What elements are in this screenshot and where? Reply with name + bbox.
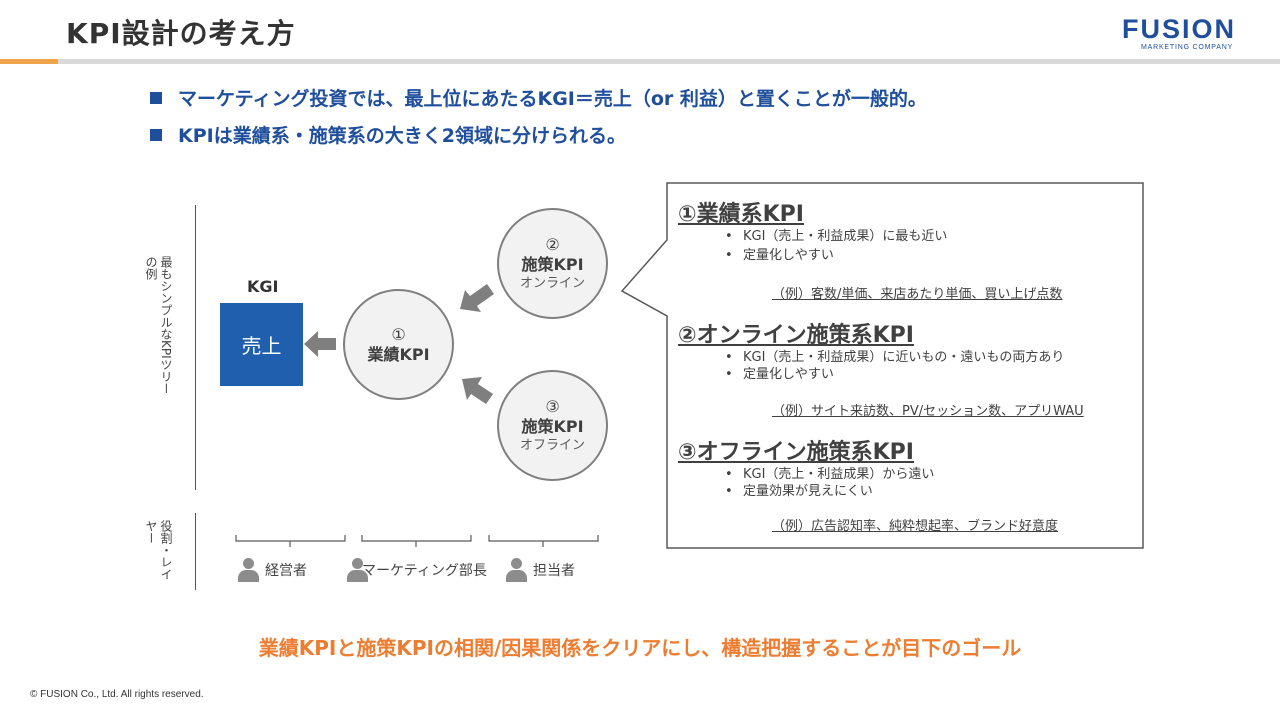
role-staff: 担当者 <box>505 558 575 582</box>
callout-item: •KGI（売上・利益成果）に最も近い <box>725 229 948 244</box>
node-performance-kpi: ① 業績KPI <box>343 289 454 400</box>
node-online-measure-kpi: ② 施策KPI オンライン <box>497 208 608 319</box>
callout-heading-1: ①業績系KPI <box>678 202 804 227</box>
tree-side-label: 最もシンプルなKPIツリーの例 <box>144 256 173 395</box>
node-name: 施策KPI <box>521 254 584 274</box>
role-marketing-manager: マーケティング部長 <box>346 558 487 582</box>
page-title: KPI設計の考え方 <box>66 17 296 50</box>
role-executive: 経営者 <box>237 558 307 582</box>
callout-example: （例）客数/単価、来店あたり単価、買い上げ点数 <box>772 287 1063 302</box>
bullet-square-icon <box>150 92 162 104</box>
bullet-1-text: マーケティング投資では、最上位にあたるKGI＝売上（or 利益）と置くことが一般… <box>178 88 927 110</box>
role-label: 担当者 <box>533 563 575 579</box>
callout-item: •KGI（売上・利益成果）に近いもの・遠いもの両方あり <box>725 350 1065 365</box>
callout-heading-2: ②オンライン施策系KPI <box>678 323 914 348</box>
node-number: ③ <box>545 396 560 416</box>
kgi-label: KGI <box>247 277 279 296</box>
node-subtitle: オフライン <box>519 437 585 453</box>
bullet-2: KPIは業績系・施策系の大きく2領域に分けられる。 <box>150 121 626 148</box>
callout-example: （例）サイト来訪数、PV/セッション数、アプリWAU <box>772 404 1084 419</box>
callout-box <box>620 182 1144 549</box>
company-logo-subtitle: MARKETING COMPANY <box>1141 44 1234 51</box>
node-name: 施策KPI <box>521 416 584 436</box>
node-subtitle: オンライン <box>519 275 585 291</box>
goal-statement: 業績KPIと施策KPIの相関/因果関係をクリアにし、構造把握することが目下のゴー… <box>258 636 1022 660</box>
header-accent-bar <box>0 59 58 64</box>
callout-item: •定量化しやすい <box>725 248 834 263</box>
company-logo: FUSION <box>1122 14 1237 44</box>
node-number: ② <box>545 234 560 254</box>
header-divider <box>0 59 1280 64</box>
role-bracket <box>488 535 599 547</box>
node-offline-measure-kpi: ③ 施策KPI オフライン <box>497 370 608 481</box>
role-bracket <box>361 535 472 547</box>
callout-heading-3: ③オフライン施策系KPI <box>678 440 914 465</box>
role-side-label: 役割・レイヤー <box>144 520 173 580</box>
role-label: 経営者 <box>265 563 307 579</box>
arrow-left-icon <box>304 331 336 357</box>
callout-example: （例）広告認知率、純粋想起率、ブランド好意度 <box>772 519 1059 534</box>
arrow-up-left-icon <box>462 377 493 404</box>
person-icon <box>237 558 259 582</box>
kgi-sales-box: 売上 <box>220 303 303 386</box>
bullet-square-icon <box>150 129 162 141</box>
person-icon <box>346 558 368 582</box>
arrow-down-left-icon <box>460 284 494 312</box>
copyright: © FUSION Co., Ltd. All rights reserved. <box>30 689 204 700</box>
bullet-2-text: KPIは業績系・施策系の大きく2領域に分けられる。 <box>178 125 626 147</box>
role-side-divider <box>195 513 196 590</box>
bullet-1: マーケティング投資では、最上位にあたるKGI＝売上（or 利益）と置くことが一般… <box>150 84 927 111</box>
role-label: マーケティング部長 <box>362 563 487 579</box>
callout-item: •KGI（売上・利益成果）から遠い <box>725 467 935 482</box>
tree-side-divider <box>195 205 196 490</box>
callout-item: •定量効果が見えにくい <box>725 484 873 499</box>
callout-item: •定量化しやすい <box>725 367 834 382</box>
node-name: 業績KPI <box>367 344 430 364</box>
node-number: ① <box>391 324 406 344</box>
person-icon <box>505 558 527 582</box>
role-bracket <box>235 535 346 547</box>
